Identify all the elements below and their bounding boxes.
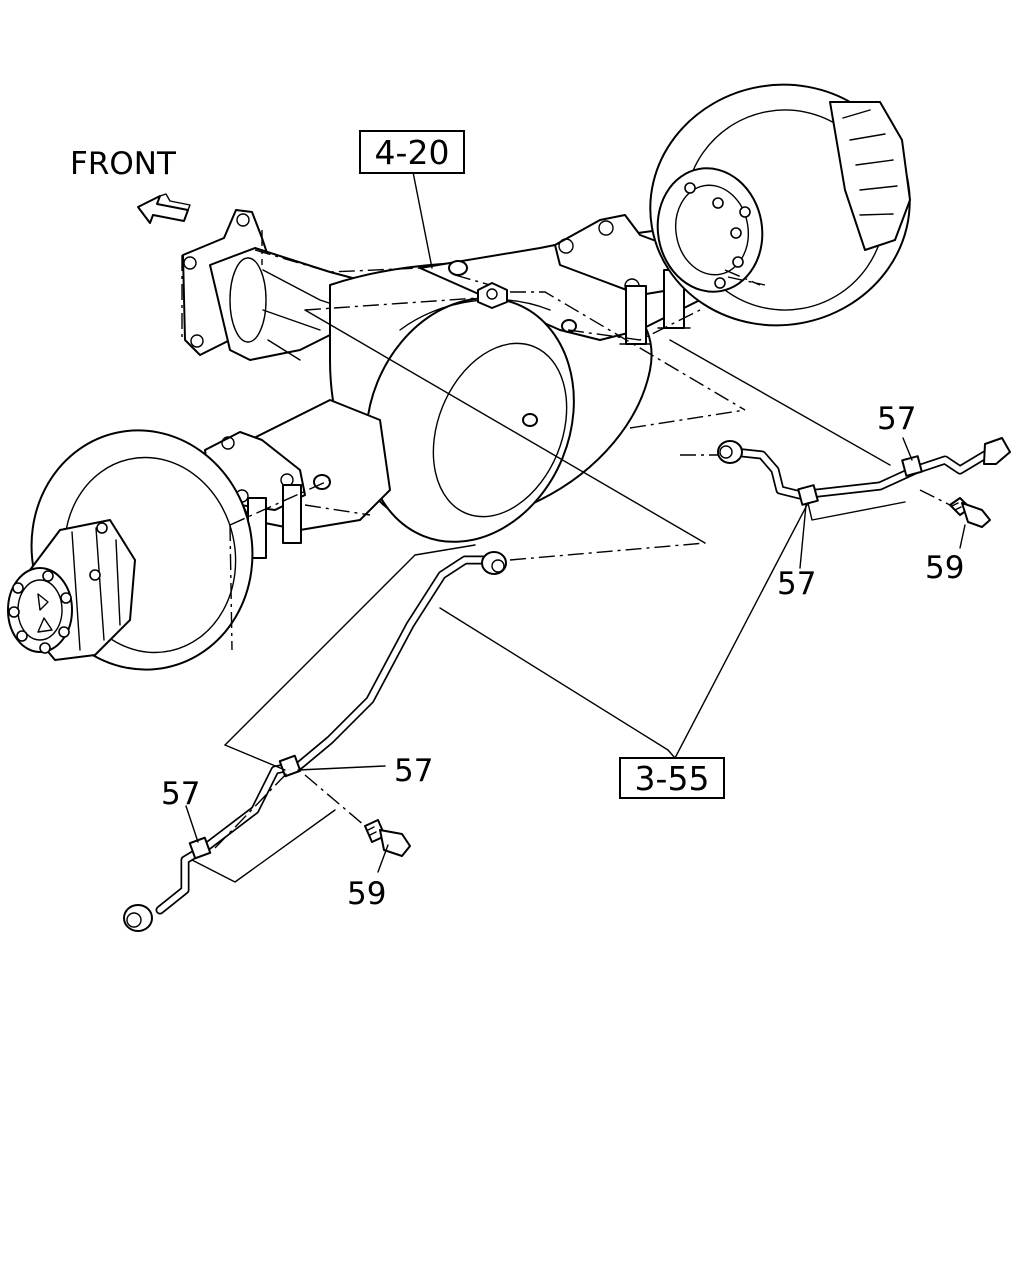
callout-57-right-top: 57 — [877, 401, 916, 437]
callout-57-left-top: 57 — [161, 776, 200, 812]
callout-59-left: 59 — [347, 876, 386, 912]
left-brake-pipe — [123, 551, 507, 932]
callout-57-right-bottom: 57 — [777, 566, 816, 602]
callout-57-left-middle: 57 — [394, 753, 433, 789]
front-arrow-icon — [137, 193, 191, 224]
ref-box-axle-assembly: 4-20 — [359, 130, 465, 174]
callout-59-right: 59 — [925, 550, 964, 586]
ref-box-brake-piping: 3-55 — [619, 757, 725, 799]
left-wheel-hub — [7, 429, 254, 671]
right-brake-pipe — [717, 437, 1011, 506]
leader-lines — [185, 171, 966, 883]
assembly-lines — [181, 230, 951, 849]
right-clip-bolt — [949, 497, 991, 528]
svg-text:3-55: 3-55 — [635, 759, 710, 798]
right-wheel-hub — [649, 83, 911, 327]
svg-text:4-20: 4-20 — [375, 133, 450, 172]
front-label: FRONT — [70, 146, 177, 182]
left-clip-bolt — [364, 819, 411, 857]
